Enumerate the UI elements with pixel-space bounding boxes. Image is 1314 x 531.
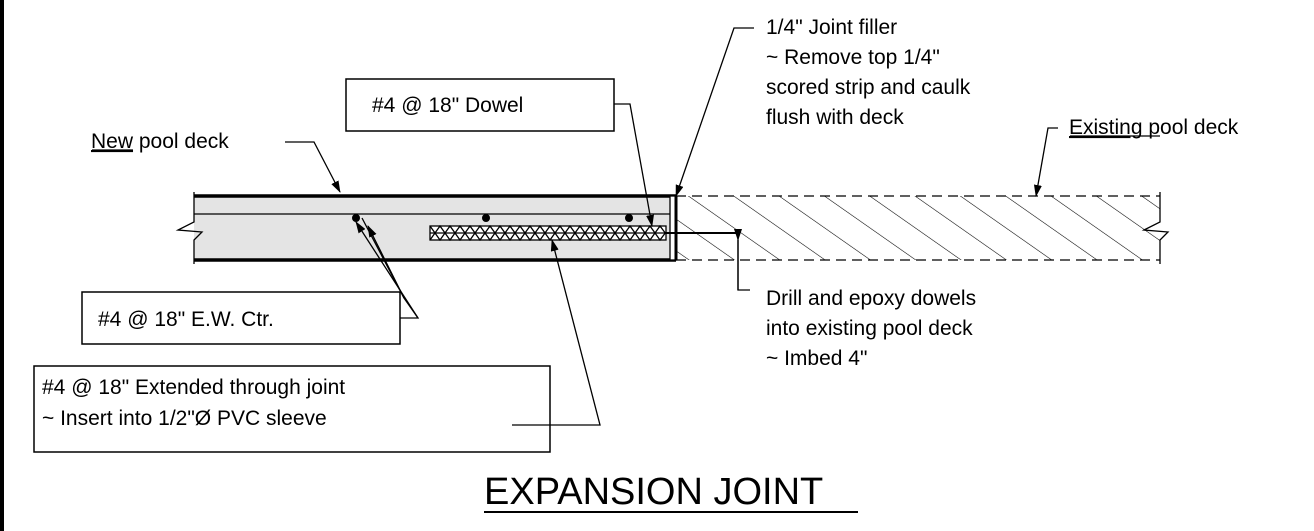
joint-filler-callout: 1/4" Joint filler ~ Remove top 1/4" scor…	[675, 16, 971, 197]
break-line-right	[1141, 192, 1170, 264]
svg-text:Drill and epoxy dowels: Drill and epoxy dowels	[766, 287, 976, 310]
svg-text:#4 @ 18" E.W. Ctr.: #4 @ 18" E.W. Ctr.	[98, 308, 274, 331]
svg-text:New pool deck: New pool deck	[91, 130, 229, 153]
svg-text:1/4" Joint filler: 1/4" Joint filler	[766, 16, 897, 39]
svg-text:#4 @ 18" Extended through join: #4 @ 18" Extended through joint	[42, 376, 345, 399]
rebar-dot-1	[352, 214, 360, 222]
svg-text:#4 @ 18" Dowel: #4 @ 18" Dowel	[372, 94, 523, 117]
break-line-left	[175, 192, 204, 264]
existing-deck-callout: Existing pool deck	[1033, 116, 1239, 197]
ew-ctr-callout: #4 @ 18" E.W. Ctr.	[81, 217, 420, 345]
drill-epoxy-callout: Drill and epoxy dowels into existing poo…	[734, 229, 976, 370]
svg-text:~ Remove top 1/4": ~ Remove top 1/4"	[766, 46, 940, 69]
svg-text:scored strip and caulk: scored strip and caulk	[766, 76, 971, 99]
svg-text:Existing pool deck: Existing pool deck	[1069, 116, 1239, 139]
svg-text:~ Imbed 4": ~ Imbed 4"	[766, 347, 867, 370]
rebar-dot-3	[625, 214, 633, 222]
svg-text:flush with deck: flush with deck	[766, 106, 904, 129]
new-deck-leader: New pool deck	[91, 130, 341, 193]
title-block: EXPANSION JOINT	[484, 471, 858, 513]
svg-text:into existing pool deck: into existing pool deck	[766, 317, 973, 340]
svg-text:~ Insert into 1/2"Ø PVC sleeve: ~ Insert into 1/2"Ø PVC sleeve	[42, 407, 327, 430]
dowel-callout: #4 @ 18" Dowel	[345, 78, 654, 227]
existing-deck-hatch	[676, 196, 1160, 260]
extended-callout: #4 @ 18" Extended through joint ~ Insert…	[33, 239, 601, 453]
rebar-dot-2	[482, 214, 490, 222]
page-title: EXPANSION JOINT	[484, 471, 823, 513]
